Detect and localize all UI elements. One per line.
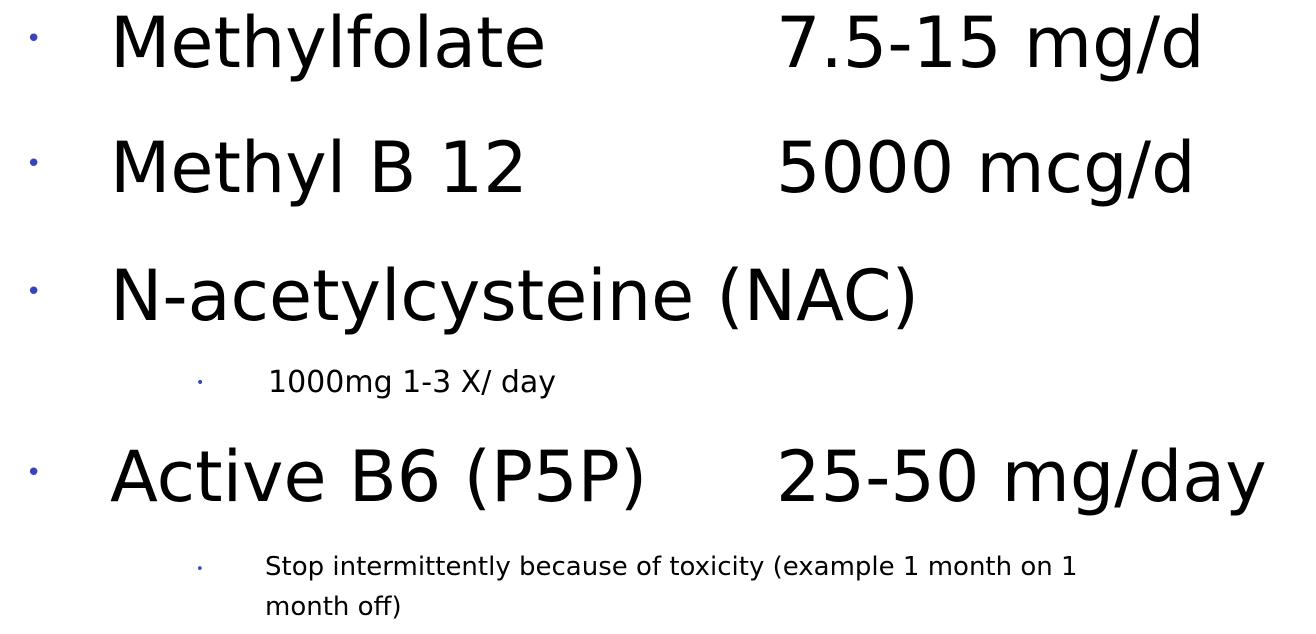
sub-list-item: • 1000mg 1-3 X/ day (0, 366, 1316, 406)
bullet-icon: • (26, 458, 42, 488)
sub-item-text-line2: month off) (265, 592, 402, 622)
list-item: • Methyl B 12 5000 mcg/d (0, 125, 1316, 215)
bullet-icon: • (26, 24, 42, 54)
bullet-icon: • (196, 562, 204, 577)
sub-item-text: 1000mg 1-3 X/ day (268, 365, 557, 400)
item-dose: 25-50 mg/day (776, 436, 1267, 518)
list-item: • Active B6 (P5P) 25-50 mg/day (0, 434, 1316, 524)
bullet-icon: • (26, 149, 42, 179)
item-dose: 7.5-15 mg/d (776, 2, 1205, 84)
sub-item-text-line1: Stop intermittently because of toxicity … (265, 552, 1078, 582)
item-name: Methyl B 12 (110, 127, 528, 209)
sub-list-item: • Stop intermittently because of toxicit… (0, 553, 1316, 633)
bullet-icon: • (196, 375, 205, 391)
item-name: Methylfolate (110, 2, 547, 84)
item-dose: 5000 mcg/d (776, 127, 1196, 209)
item-name: N-acetylcysteine (NAC) (110, 255, 919, 337)
bullet-icon: • (26, 277, 42, 307)
list-item: • N-acetylcysteine (NAC) (0, 253, 1316, 343)
list-item: • Methylfolate 7.5-15 mg/d (0, 0, 1316, 90)
item-name: Active B6 (P5P) (110, 436, 648, 518)
